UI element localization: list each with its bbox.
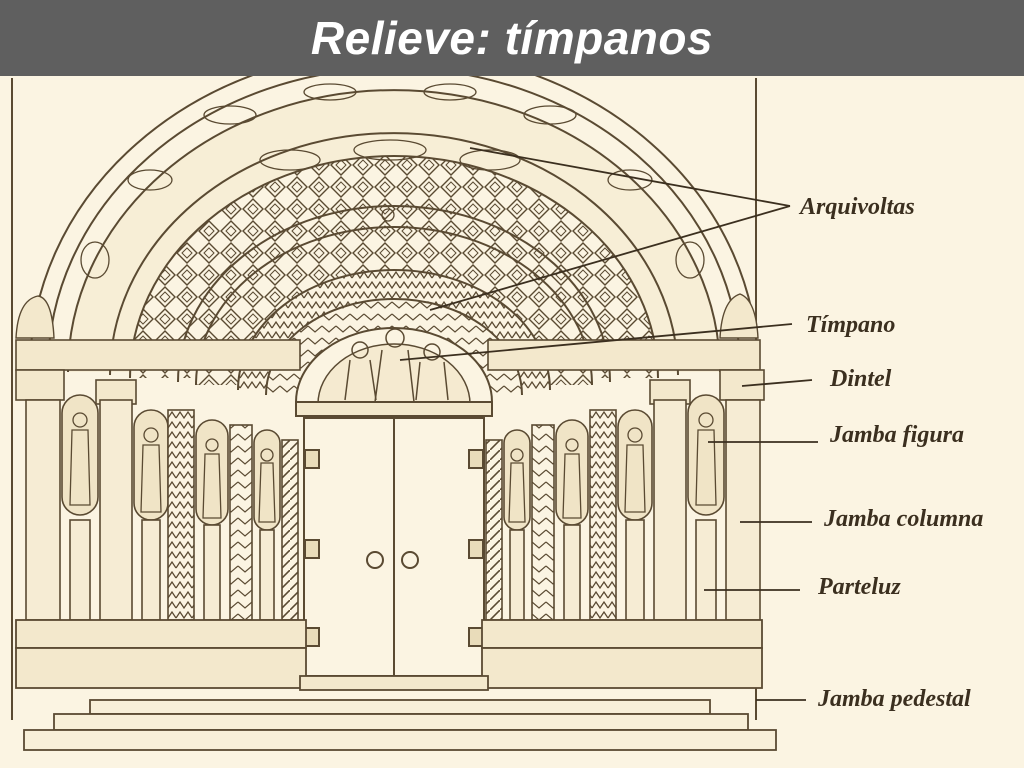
label-parteluz: Parteluz [817,574,901,600]
lintel [295,401,493,417]
left-jambs [25,394,299,621]
doors [303,417,485,677]
portal-diagram: Arquivoltas Tímpano Dintel Jamba figura … [11,76,983,751]
jamb-statues [69,412,717,523]
label-jamba-pedestal: Jamba pedestal [817,686,971,712]
title-bar: Relieve: tímpanos [0,0,1024,76]
label-jamba-columna: Jamba columna [823,506,983,532]
slide-title: Relieve: tímpanos [310,12,714,64]
plinths-and-steps [15,619,777,751]
label-dintel: Dintel [829,366,892,392]
label-jamba-figura: Jamba figura [829,422,964,448]
archivolt-figures [80,83,705,279]
right-jambs [485,394,761,621]
corner-beasts [15,293,759,339]
label-arquivoltas: Arquivoltas [798,194,915,220]
leader-lines [399,147,818,701]
label-timpano: Tímpano [806,312,895,338]
tympanum [317,328,471,405]
